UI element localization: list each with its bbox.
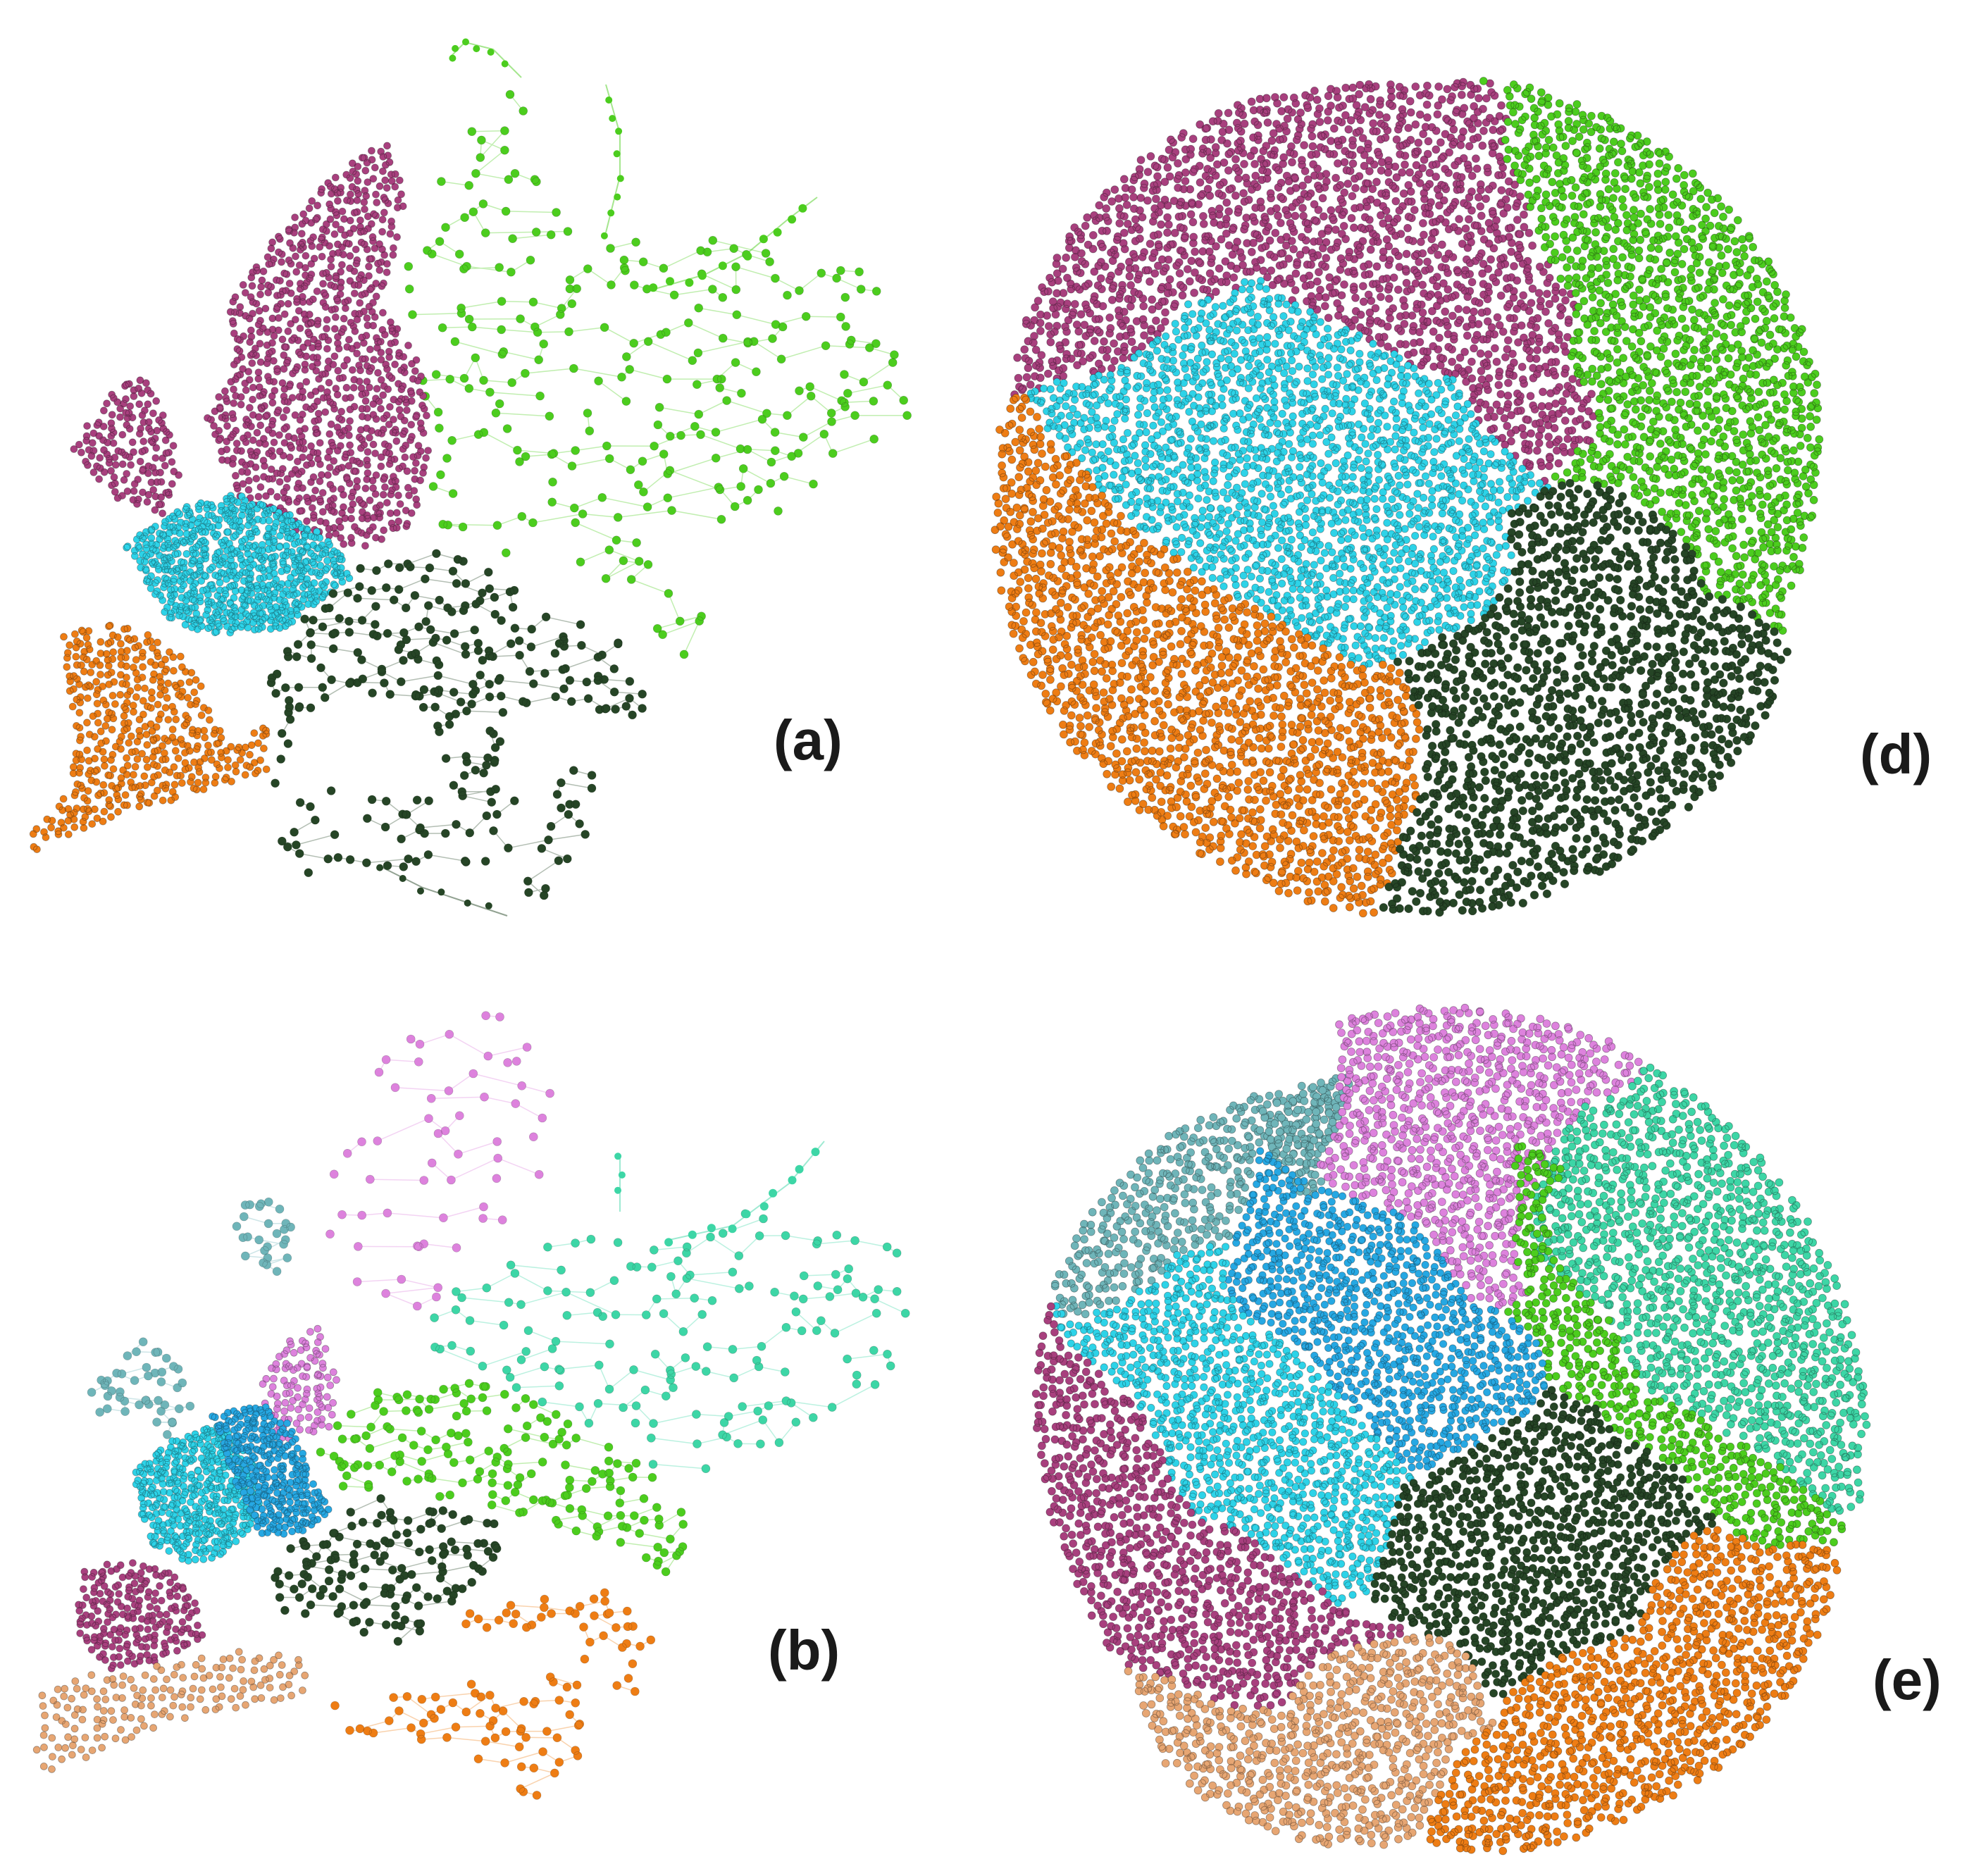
panel-d-disc — [991, 77, 1823, 917]
panel-e-label: (e) — [1873, 1648, 1942, 1711]
region-a-center — [123, 492, 353, 637]
panel-a-label: (a) — [774, 709, 843, 771]
region-b-southwest — [75, 1560, 206, 1672]
region-a-north — [204, 142, 432, 549]
panel-a-network — [30, 39, 911, 917]
panel-b-label: (b) — [768, 1619, 840, 1682]
region-b-south-islands — [462, 1589, 632, 1632]
region-a-east — [404, 90, 912, 659]
panel-e-disc — [1032, 1004, 1870, 1855]
region-b-south-coast — [33, 1648, 309, 1773]
panel-d-label: (d) — [1860, 723, 1932, 785]
trail-b-northeast — [664, 1141, 824, 1246]
region-a-south-peninsula — [278, 766, 596, 900]
region-b-south — [331, 1610, 655, 1799]
region-b-east — [430, 1210, 910, 1473]
panel-a: (a) — [30, 39, 911, 917]
region-a-southwest — [30, 622, 270, 853]
trail-a-south — [376, 864, 507, 916]
trail-a-north — [449, 39, 521, 77]
panel-b: (b) — [33, 1012, 910, 1800]
region-a-west-isle — [70, 377, 182, 517]
trail-b-north — [614, 1153, 626, 1212]
panel-e: (e) — [1032, 1004, 1942, 1855]
panel-d: (d) — [991, 77, 1932, 917]
region-d-center — [1027, 278, 1551, 669]
region-b-isle-north — [232, 1198, 295, 1276]
trail-a-north2 — [601, 85, 624, 240]
region-b-isle-west — [87, 1338, 194, 1439]
